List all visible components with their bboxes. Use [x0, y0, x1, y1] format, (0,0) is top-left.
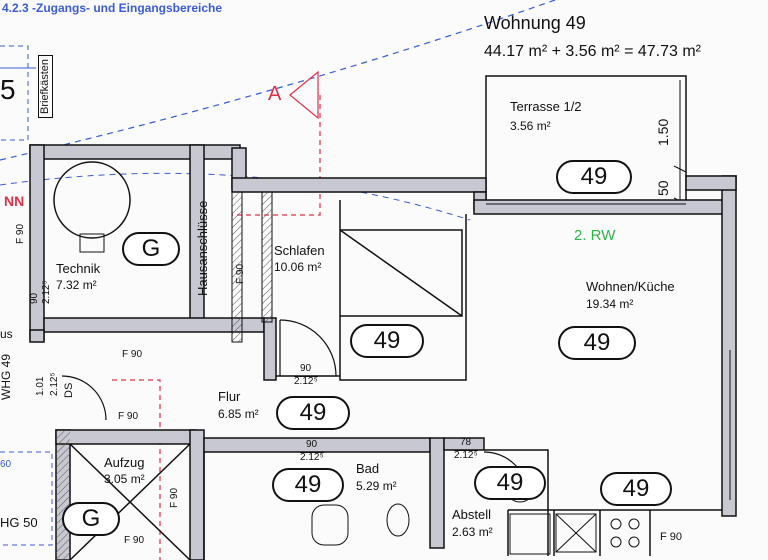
technik-box [79, 233, 105, 253]
door-abstell-width: 78 [460, 437, 472, 448]
hg50-label: HG 50 [0, 515, 38, 530]
door-tech-height: 2.12⁵ [41, 280, 52, 304]
door-flur-width: 90 [300, 363, 312, 374]
hob-4 [628, 536, 640, 548]
door-flur-height: 2.12⁵ [294, 376, 318, 387]
outer-walls [29, 144, 737, 560]
kitchen-unit-badge: 49 [600, 472, 672, 506]
bad-name: Bad [356, 461, 380, 476]
f90-shaft: F 90 [235, 263, 246, 284]
ds-label: DS [63, 382, 75, 398]
elevator-hatch [56, 430, 70, 560]
abstell-area: 2.63 m² [452, 525, 493, 539]
inner-walls [69, 200, 722, 560]
technik-name: Technik [56, 261, 101, 276]
abstell-name: Abstell [452, 507, 492, 522]
aufzug-name: Aufzug [104, 455, 145, 470]
door-bad-height: 2.12⁵ [300, 452, 324, 463]
flur-area: 6.85 m² [218, 407, 259, 421]
technik-tank [53, 161, 131, 239]
wohnen-unit-badge: 49 [558, 326, 636, 360]
red-section-line [232, 95, 321, 216]
wohnen-name: Wohnen/Küche [586, 279, 675, 294]
kitchen-sink [555, 513, 597, 553]
f90-kitchen: F 90 [660, 531, 683, 543]
hausanschluesse-label: Hausanschlüsse [195, 200, 210, 296]
f90-aufzug-right: F 90 [169, 487, 180, 508]
f90-flur-top: F 90 [122, 349, 143, 360]
left-number: 5 [0, 74, 16, 105]
terrace-dim-tick-1 [673, 165, 687, 173]
section-heading: 4.2.3 -Zugangs- und Eingangsbereiche [2, 1, 223, 15]
bad-unit-badge: 49 [272, 468, 344, 502]
terrasse-unit-badge: 49 [556, 160, 632, 194]
flur-name: Flur [218, 389, 241, 404]
door-swing-ds [61, 375, 107, 421]
blue-dashed-box-left [0, 45, 29, 141]
terrace-depth-dim: 1.50 [655, 118, 671, 146]
aufzug-area: 3.05 m² [104, 472, 145, 486]
washbasin [311, 504, 349, 546]
f90-technik-left: F 90 [15, 223, 26, 244]
terrace-edge-dim: 50 [655, 180, 671, 196]
hob-1 [610, 518, 622, 530]
section-marker-label: A [268, 83, 282, 105]
toilet [386, 503, 410, 537]
aufzug-unit-badge: G [62, 502, 120, 536]
technik-unit-badge: G [122, 232, 180, 266]
shaft-hatch-left [231, 191, 243, 343]
hob-3 [610, 536, 622, 548]
sixty-label: 60 [0, 459, 12, 470]
door-ds-width: 1.01 [35, 376, 46, 396]
us-label: us [0, 327, 13, 341]
f90-aufzug-bottom: F 90 [124, 535, 145, 546]
bad-area: 5.29 m² [356, 479, 397, 493]
section-marker-triangle [289, 70, 319, 120]
nn-label: NN [4, 193, 25, 209]
shaft-hatch-right [261, 191, 273, 323]
schlafen-name: Schlafen [274, 243, 325, 258]
door-tech-width: 90 [29, 292, 40, 304]
whg49-label: WHG 49 [0, 353, 13, 400]
schlafen-unit-badge: 49 [350, 324, 424, 358]
schlafen-area: 10.06 m² [274, 260, 322, 274]
fridge [509, 513, 551, 555]
red-section-line-lower [112, 379, 161, 560]
door-abstell-height: 2.12⁵ [454, 450, 478, 461]
terrasse-name: Terrasse 1/2 [510, 99, 582, 114]
door-bad-width: 90 [306, 439, 318, 450]
area-formula: 44.17 m² + 3.56 m² = 47.73 m² [484, 43, 701, 60]
blue-dashed-arc-upper [0, 0, 556, 161]
blue-dashed-box-lower-left [0, 451, 53, 546]
apartment-title: Wohnung 49 [484, 13, 586, 33]
rw-label: 2. RW [574, 227, 616, 244]
door-ds-height: 2.12⁵ [49, 372, 60, 396]
flur-unit-badge: 49 [276, 396, 350, 430]
terrasse-area: 3.56 m² [510, 119, 551, 133]
wohnen-area: 19.34 m² [586, 297, 634, 311]
hob-2 [628, 518, 640, 530]
sink-x-2 [555, 513, 597, 553]
abstell-unit-badge: 49 [474, 466, 546, 500]
door-swing-flur [279, 319, 337, 377]
technik-area: 7.32 m² [56, 278, 97, 292]
briefkaesten-label: Briefkästen [38, 54, 53, 118]
f90-aufzug-top: F 90 [118, 411, 139, 422]
